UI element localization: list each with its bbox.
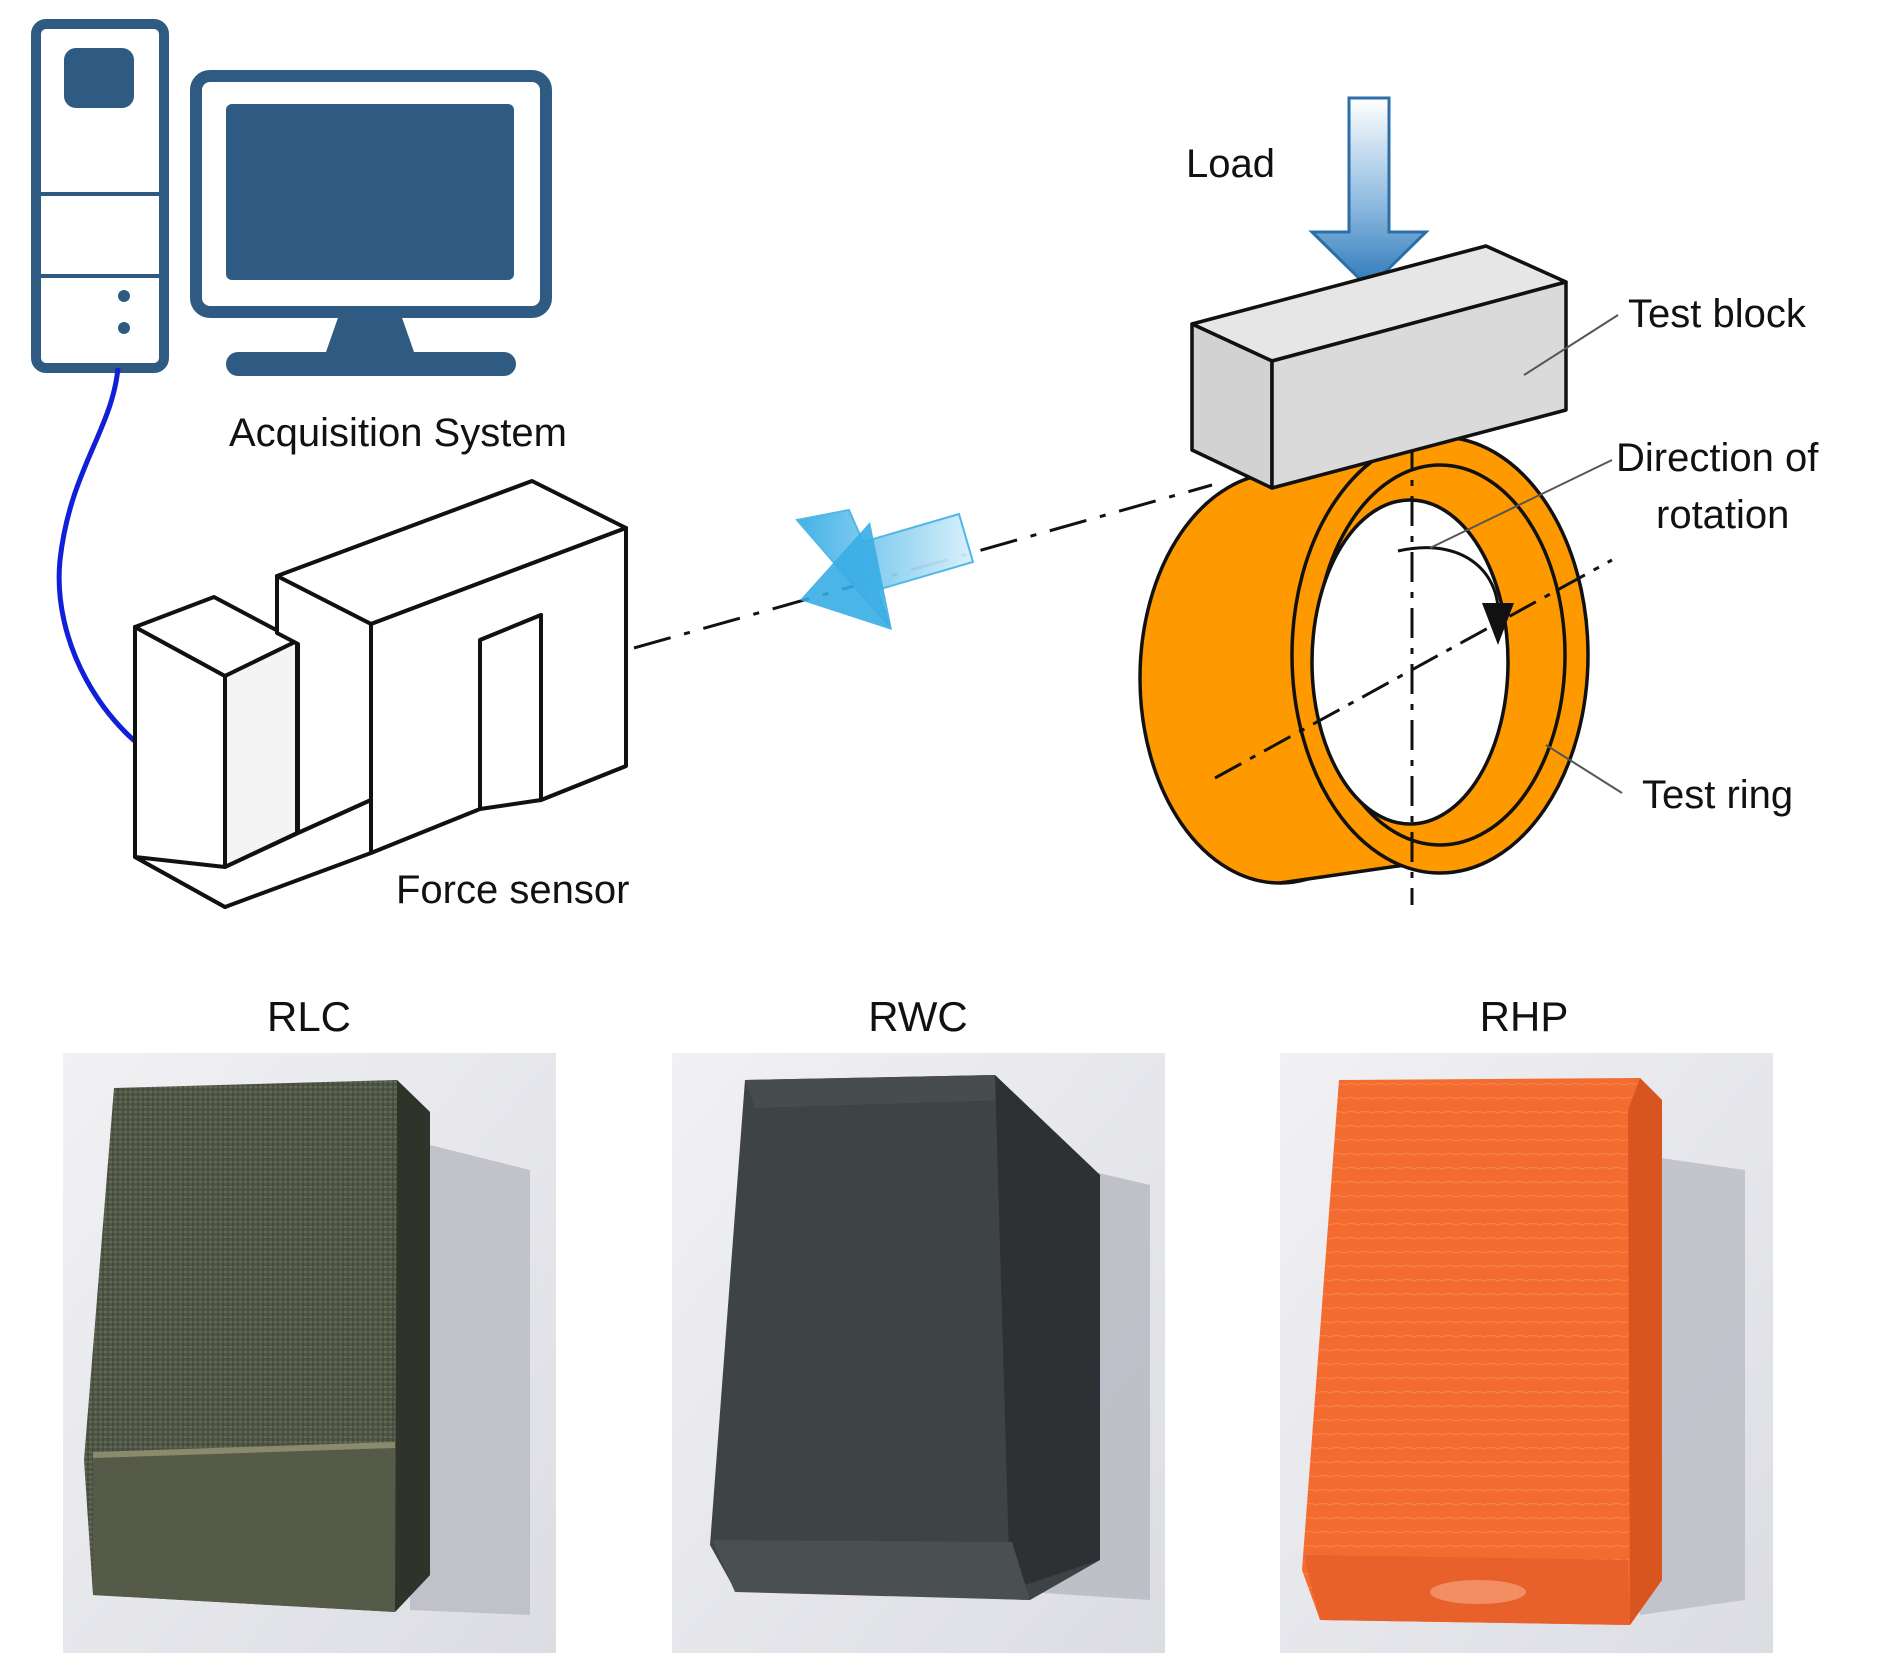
test-block-label: Test block [1628,292,1807,336]
direction-label-line2: rotation [1656,493,1789,537]
force-sensor-label: Force sensor [396,868,629,912]
sample-label-rhp: RHP [1480,993,1569,1040]
test-ring-leader [1545,744,1623,794]
computer-tower-icon [31,19,169,373]
load-label: Load [1186,142,1275,186]
acquisition-system-label: Acquisition System [229,411,567,455]
test-block-leader [1523,314,1619,376]
direction-leader [1429,459,1613,549]
rotation-arrow-head [1482,603,1514,645]
test-ring [1138,435,1590,885]
monitor-icon [190,70,552,376]
force-direction-arrow-head [800,522,892,630]
sample-label-rwc: RWC [868,993,968,1040]
direction-label-line1: Direction of [1616,436,1819,480]
test-ring-label: Test ring [1642,773,1793,817]
load-arrow [1308,96,1430,291]
force-sensor-block [133,479,628,909]
sensor-cable [56,367,178,773]
ring-axis-horizontal [1214,558,1613,780]
sample-photo-rhp [1280,1053,1773,1653]
test-block [1190,244,1568,490]
sample-photo-rlc [63,1053,556,1653]
sample-photo-rwc [672,1053,1165,1653]
sample-label-rlc: RLC [267,993,351,1040]
